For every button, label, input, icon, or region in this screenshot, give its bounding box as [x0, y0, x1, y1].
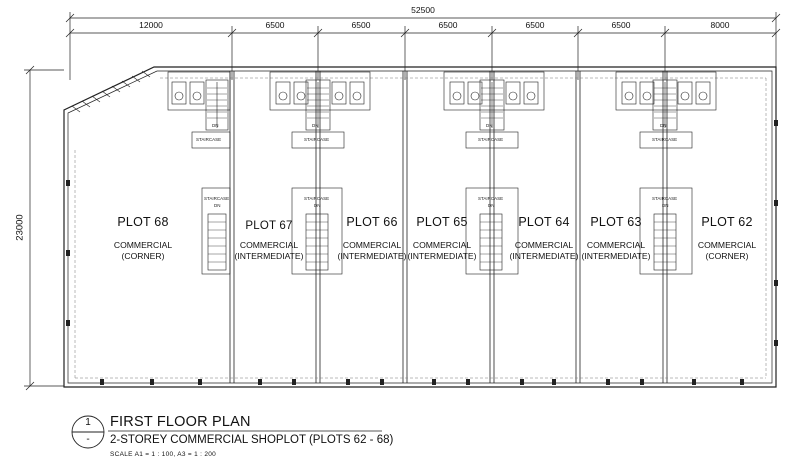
segment-dimension: 6500 — [351, 20, 371, 30]
plot-label-67: PLOT 67 COMMERCIAL(INTERMEDIATE) — [234, 220, 303, 262]
segment-dimension: 6500 — [525, 20, 545, 30]
plot-label-63: PLOT 63 COMMERCIAL(INTERMEDIATE) — [581, 215, 650, 262]
callout-number: 1 — [85, 417, 91, 428]
staircase-label: STAIRCASE — [478, 137, 503, 142]
segment-dimension: 8000 — [710, 20, 730, 30]
staircase-label: STAIRCASE — [204, 196, 229, 201]
segment-dimension: 6500 — [438, 20, 458, 30]
plot-name: PLOT 67 — [245, 220, 293, 232]
party-walls — [229, 71, 668, 383]
plot-use: COMMERCIAL(INTERMEDIATE) — [234, 240, 304, 261]
plot-name: PLOT 62 — [701, 215, 753, 229]
building-outline — [63, 66, 777, 388]
plot-use: COMMERCIAL(CORNER) — [697, 240, 757, 261]
plot-name: PLOT 66 — [346, 215, 398, 229]
plot-label-65: PLOT 65 COMMERCIAL(INTERMEDIATE) — [407, 215, 476, 262]
staircase-label: STAIRCASE — [652, 137, 677, 142]
staircase-label: STAIRCASE — [304, 196, 329, 201]
depth-dimension: 23000 — [14, 214, 26, 241]
dimension-lines — [24, 12, 781, 391]
stair-dn-label: DN — [662, 203, 669, 208]
plot-use: COMMERCIAL(INTERMEDIATE) — [581, 240, 651, 261]
drawing-scale: SCALE A1 = 1 : 100, A3 = 1 : 200 — [110, 451, 217, 458]
stair-dn-label: DN — [488, 203, 495, 208]
staircase-label: STAIRCASE — [196, 137, 221, 142]
plot-use: COMMERCIAL(INTERMEDIATE) — [509, 240, 579, 261]
staircase-label: STAIRCASE — [304, 137, 329, 142]
segment-dimension: 6500 — [265, 20, 285, 30]
segment-dimension: 6500 — [611, 20, 631, 30]
plot-name: PLOT 64 — [518, 215, 570, 229]
stair-dn-label: DN — [312, 123, 319, 128]
stair-dn-label: DN — [486, 123, 493, 128]
staircase-labels: STAIRCASE STAIRCASE STAIRCASE STAIRCASE … — [196, 123, 677, 208]
plot-label-68: PLOT 68 COMMERCIAL(CORNER) — [114, 215, 172, 262]
staircase-label: STAIRCASE — [478, 196, 503, 201]
stair-dn-label: DN — [314, 203, 321, 208]
segment-dimension: 12000 — [139, 20, 163, 30]
plot-label-66: PLOT 66 COMMERCIAL(INTERMEDIATE) — [337, 215, 406, 262]
rear-service-cores — [167, 71, 717, 149]
plot-use: COMMERCIAL(CORNER) — [113, 240, 173, 261]
staircase-label: STAIRCASE — [652, 196, 677, 201]
plot-label-62: PLOT 62 COMMERCIAL(CORNER) — [698, 215, 756, 262]
stair-dn-label: DN — [214, 203, 221, 208]
front-staircases — [201, 187, 693, 275]
drawing-subtitle: 2-STOREY COMMERCIAL SHOPLOT (PLOTS 62 - … — [110, 434, 394, 446]
section-callout-icon — [71, 415, 105, 449]
plot-name: PLOT 65 — [416, 215, 468, 229]
callout-reference: - — [86, 434, 90, 445]
stair-dn-label: DN — [660, 123, 667, 128]
plot-name: PLOT 63 — [590, 215, 642, 229]
plot-use: COMMERCIAL(INTERMEDIATE) — [407, 240, 477, 261]
plot-name: PLOT 68 — [117, 215, 169, 229]
overall-dimension: 52500 — [411, 5, 435, 15]
stair-dn-label: DN — [212, 123, 219, 128]
plot-use: COMMERCIAL(INTERMEDIATE) — [337, 240, 407, 261]
plot-label-64: PLOT 64 COMMERCIAL(INTERMEDIATE) — [509, 215, 578, 262]
columns — [66, 120, 778, 385]
grid-lines — [74, 77, 767, 379]
drawing-title: FIRST FLOOR PLAN — [110, 414, 251, 430]
